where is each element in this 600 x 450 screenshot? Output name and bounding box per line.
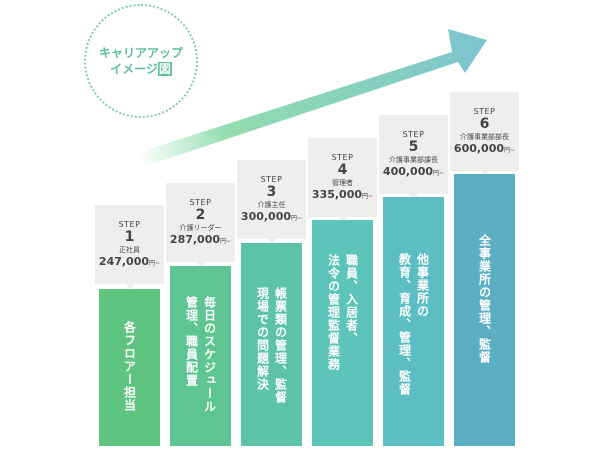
step-4-box: STEP 4 管理者 335,000円~	[308, 138, 377, 223]
step-role: 介護事業部課長	[389, 155, 438, 164]
step-role: 管理者	[332, 178, 353, 187]
step-salary: 287,000円~	[169, 232, 232, 246]
step-number: 6	[479, 115, 490, 132]
step-2-box: STEP 2 介護リーダー 287,000円~	[166, 183, 235, 268]
step-6-bar: 全事業所の管理、監督	[454, 174, 515, 446]
step-1-bar: 各フロアー担当	[99, 289, 160, 446]
step-salary: 300,000円~	[240, 209, 303, 223]
step-label: STEP	[473, 106, 496, 116]
badge-title-line1: キャリアアップ	[98, 46, 183, 60]
step-number: 2	[195, 206, 206, 223]
duty-text: 各フロアー担当	[122, 321, 137, 412]
step-number: 3	[266, 183, 277, 200]
step-4-bar: 職員、入居者、 法令の管理監督業務	[312, 220, 373, 446]
step-3-bar: 帳票類の管理、監督 現場での問題解決	[241, 243, 302, 446]
step-role: 介護事業部部長	[460, 132, 509, 141]
step-5-box: STEP 5 介護事業部課長 400,000円~	[379, 115, 448, 200]
step-2-bar: 毎日のスケジュール 管理、職員配置	[170, 266, 231, 446]
duty-text: 管理、職員配置	[184, 296, 199, 387]
duty-text: 職員、入居者、	[344, 254, 359, 345]
step-role: 介護主任	[257, 200, 286, 209]
step-number: 5	[408, 138, 419, 155]
step-label: STEP	[331, 152, 354, 162]
duty-text: 他事業所の	[415, 253, 430, 318]
career-up-badge: キャリアアップ イメージ図	[84, 4, 198, 118]
step-label: STEP	[260, 174, 283, 184]
step-role: 介護リーダー	[179, 223, 222, 232]
duty-text: 帳票類の管理、監督	[273, 287, 288, 404]
step-label: STEP	[402, 129, 425, 139]
badge-highlight: 図	[157, 62, 172, 76]
step-salary: 600,000円~	[453, 141, 516, 155]
step-role: 正社員	[119, 245, 140, 254]
duty-text: 全事業所の管理、監督	[477, 234, 492, 364]
duty-text: 毎日のスケジュール	[202, 296, 217, 413]
step-salary: 400,000円~	[382, 164, 445, 178]
step-salary: 247,000円~	[98, 254, 161, 268]
step-salary: 335,000円~	[311, 187, 374, 201]
step-label: STEP	[189, 197, 212, 207]
step-3-box: STEP 3 介護主任 300,000円~	[237, 160, 306, 245]
step-5-bar: 他事業所の 教育、育成、管理、監督	[383, 197, 444, 446]
step-number: 4	[337, 161, 348, 178]
duty-text: 教育、育成、管理、監督	[397, 253, 412, 396]
step-number: 1	[124, 228, 135, 245]
step-label: STEP	[118, 219, 141, 229]
duty-text: 法令の管理監督業務	[326, 254, 341, 371]
step-1-box: STEP 1 正社員 247,000円~	[95, 205, 164, 290]
step-6-box: STEP 6 介護事業部部長 600,000円~	[450, 92, 519, 177]
duty-text: 現場での問題解決	[255, 287, 270, 391]
badge-title-line2: イメージ図	[110, 62, 172, 76]
